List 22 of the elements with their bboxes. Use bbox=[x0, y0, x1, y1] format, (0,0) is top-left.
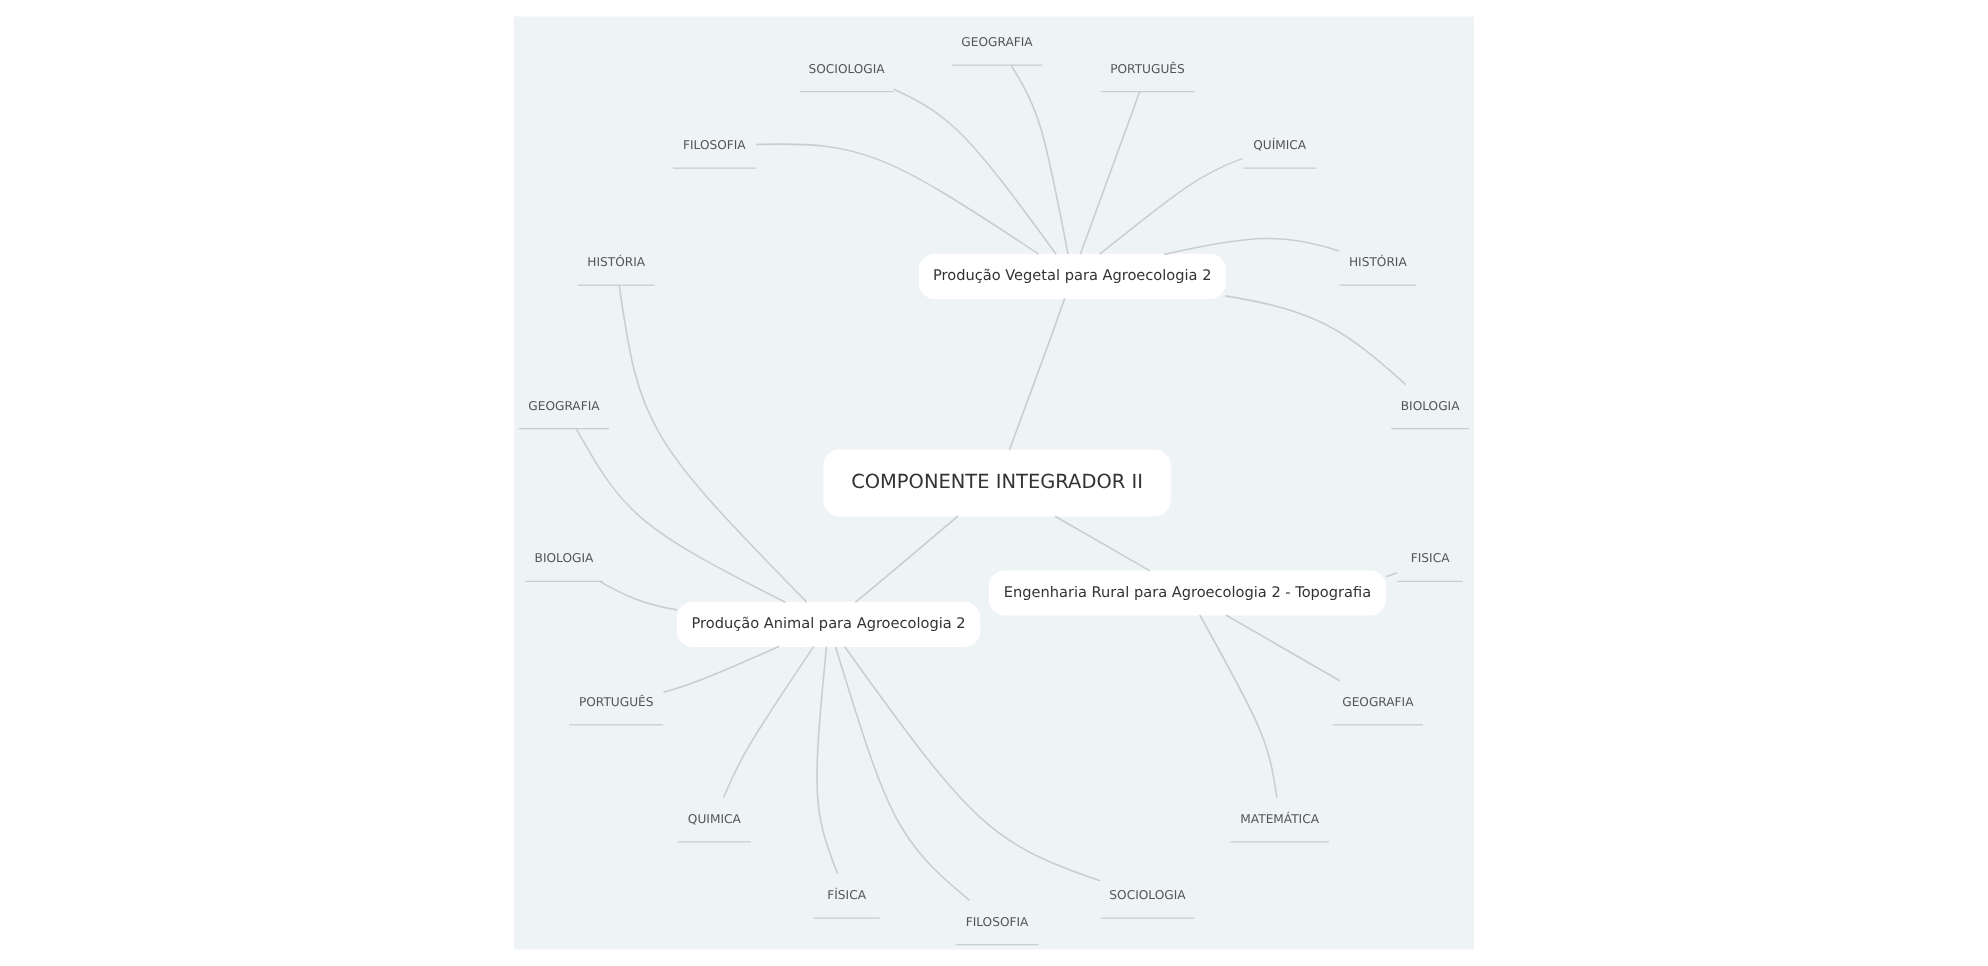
connector bbox=[843, 645, 1102, 882]
connector bbox=[892, 88, 1057, 256]
connector bbox=[1010, 64, 1069, 255]
node-box: COMPONENTE INTEGRADOR II bbox=[823, 449, 1171, 517]
connector bbox=[854, 515, 959, 604]
connector bbox=[1225, 614, 1341, 682]
connector bbox=[662, 645, 781, 694]
connector bbox=[834, 646, 971, 902]
connector bbox=[1384, 571, 1398, 578]
connector bbox=[722, 645, 815, 799]
connector bbox=[598, 580, 678, 611]
connector bbox=[1079, 90, 1141, 256]
connector bbox=[1224, 295, 1407, 386]
connector bbox=[1163, 237, 1341, 256]
connector bbox=[575, 428, 786, 604]
connector bbox=[816, 645, 839, 875]
connector bbox=[1098, 157, 1244, 256]
connector bbox=[1054, 515, 1151, 572]
connector bbox=[618, 284, 808, 603]
connector bbox=[1198, 614, 1278, 799]
connector bbox=[755, 143, 1040, 255]
connector bbox=[1008, 297, 1066, 451]
